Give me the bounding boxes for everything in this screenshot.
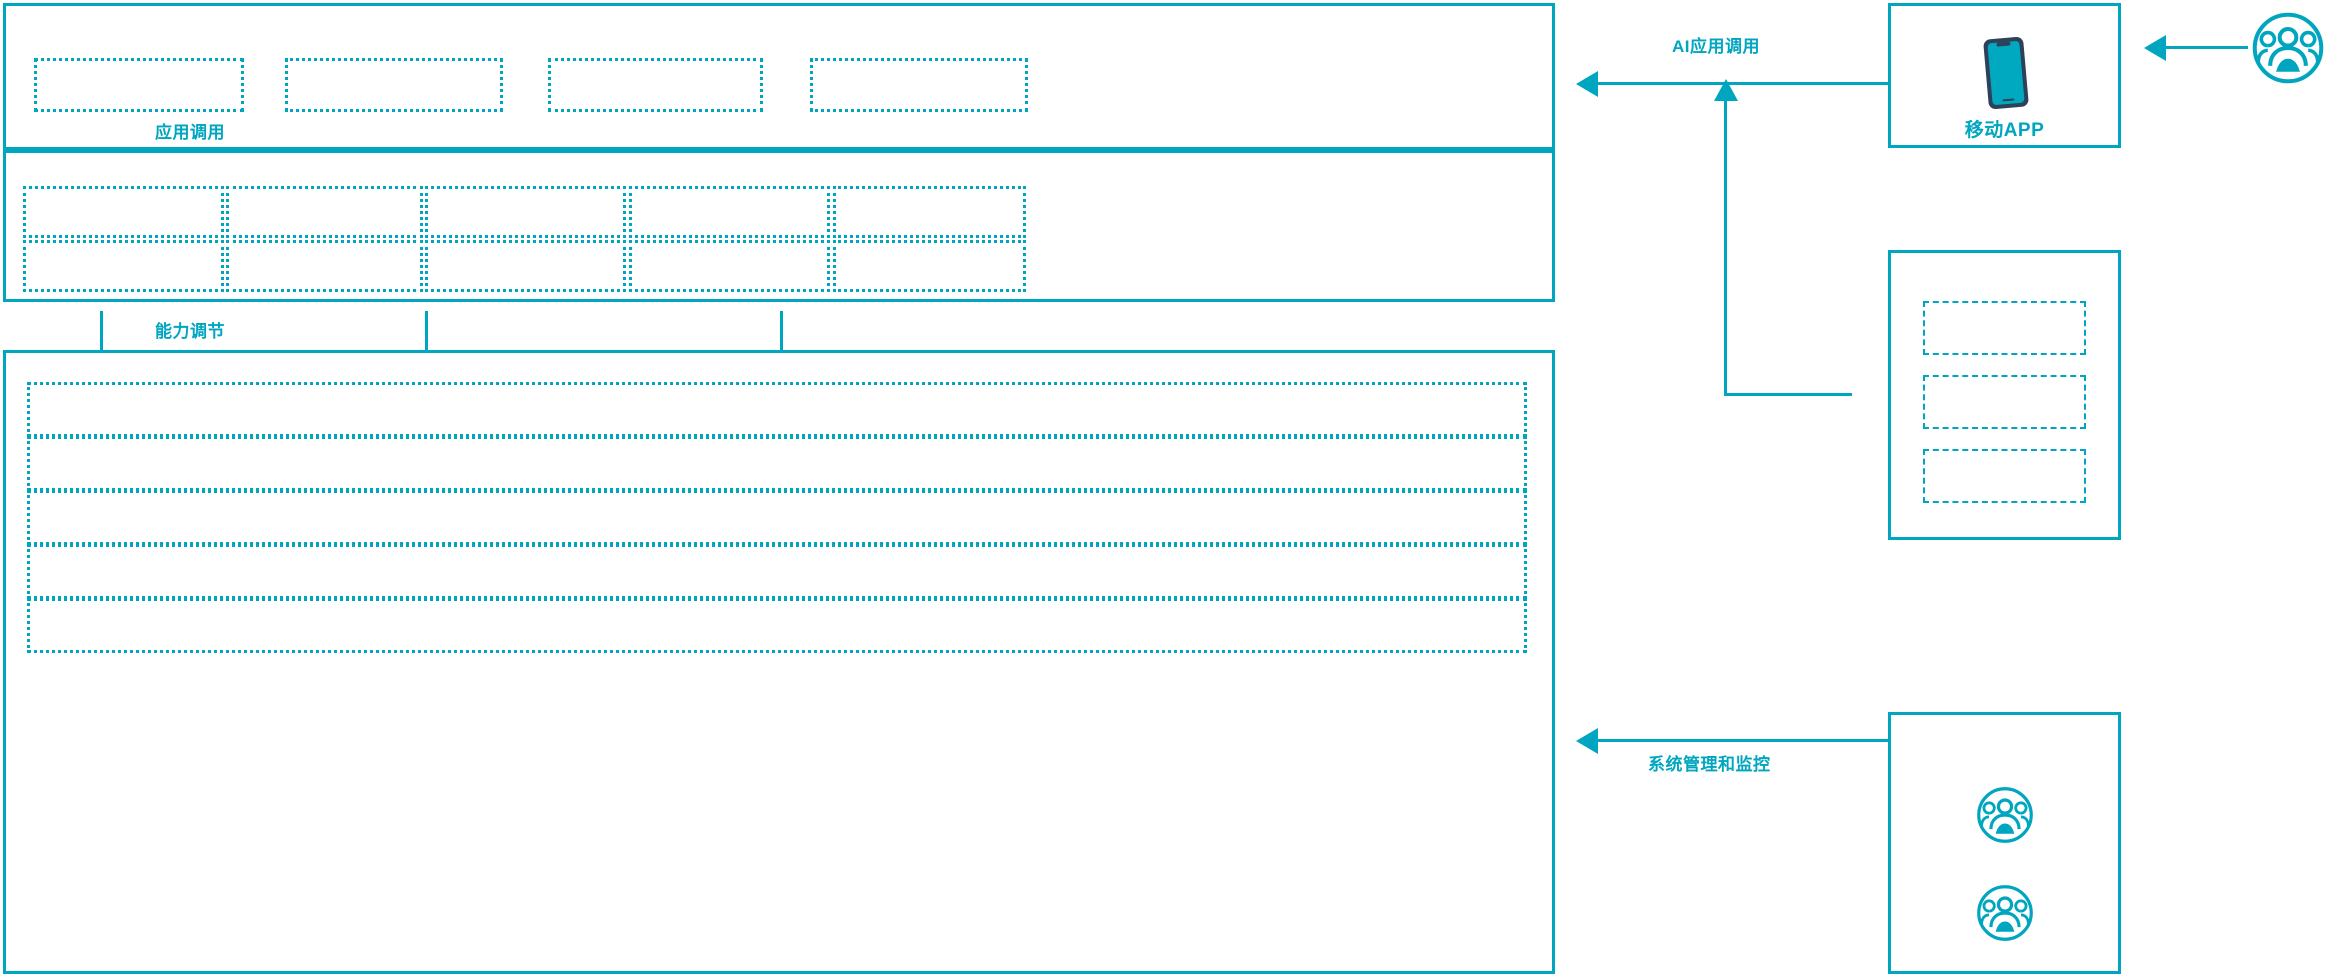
capability-slot-8[interactable] bbox=[425, 240, 626, 292]
capability-tune-arrow-1-shaft bbox=[100, 311, 103, 356]
capability-slot-2[interactable] bbox=[226, 186, 423, 238]
capability-slot-1[interactable] bbox=[23, 186, 224, 238]
flow-label-ai-app-call: AI应用调用 bbox=[1672, 37, 1760, 56]
flow-label-app-call: 应用调用 bbox=[155, 123, 225, 142]
modules-card-slot-2[interactable] bbox=[1923, 375, 2086, 429]
capability-slot-4[interactable] bbox=[629, 186, 830, 238]
capability-slot-3[interactable] bbox=[425, 186, 626, 238]
flow-label-sys-monitor: 系统管理和监控 bbox=[1648, 755, 1771, 774]
application-slot-2[interactable] bbox=[285, 58, 503, 112]
modules-card-slot-3[interactable] bbox=[1923, 449, 2086, 503]
infrastructure-slot-1[interactable] bbox=[27, 382, 1527, 437]
external-users-group-icon bbox=[2250, 10, 2326, 86]
capability-slot-5[interactable] bbox=[833, 186, 1026, 238]
application-slot-3[interactable] bbox=[548, 58, 763, 112]
modules-to-ai-call-elbow bbox=[1724, 393, 1852, 396]
users-card-users-group-icon-1 bbox=[1975, 785, 2035, 845]
modules-to-ai-call-riser bbox=[1724, 100, 1727, 396]
users-to-mobile-arrow-shaft bbox=[2166, 46, 2248, 49]
capability-slot-6[interactable] bbox=[23, 240, 224, 292]
infrastructure-slot-4[interactable] bbox=[27, 544, 1527, 599]
sys-monitor-shaft bbox=[1598, 739, 1888, 742]
ai-app-call-arrow-head bbox=[1576, 71, 1598, 97]
capability-slot-7[interactable] bbox=[226, 240, 423, 292]
infrastructure-slot-5[interactable] bbox=[27, 598, 1527, 653]
modules-card-slot-1[interactable] bbox=[1923, 301, 2086, 355]
users-to-mobile-arrow-head bbox=[2144, 35, 2166, 61]
application-slot-1[interactable] bbox=[34, 58, 244, 112]
application-layer-panel bbox=[3, 3, 1555, 150]
sys-monitor-arrow-head bbox=[1576, 728, 1598, 754]
modules-to-ai-call-arrow-head bbox=[1714, 79, 1738, 101]
capability-tune-arrow-2-shaft bbox=[425, 311, 428, 356]
smartphone-icon bbox=[1975, 33, 2037, 113]
users-card-users-group-icon-2 bbox=[1975, 883, 2035, 943]
flow-label-capability-tune: 能力调节 bbox=[155, 322, 225, 341]
infrastructure-slot-2[interactable] bbox=[27, 436, 1527, 491]
capability-tune-arrow-3-shaft bbox=[780, 311, 783, 356]
application-slot-4[interactable] bbox=[810, 58, 1028, 112]
capability-slot-10[interactable] bbox=[833, 240, 1026, 292]
ai-app-call-shaft bbox=[1598, 82, 1888, 85]
infrastructure-slot-3[interactable] bbox=[27, 490, 1527, 545]
capability-slot-9[interactable] bbox=[629, 240, 830, 292]
mobile-app-card-label: 移动APP bbox=[1964, 120, 2045, 141]
